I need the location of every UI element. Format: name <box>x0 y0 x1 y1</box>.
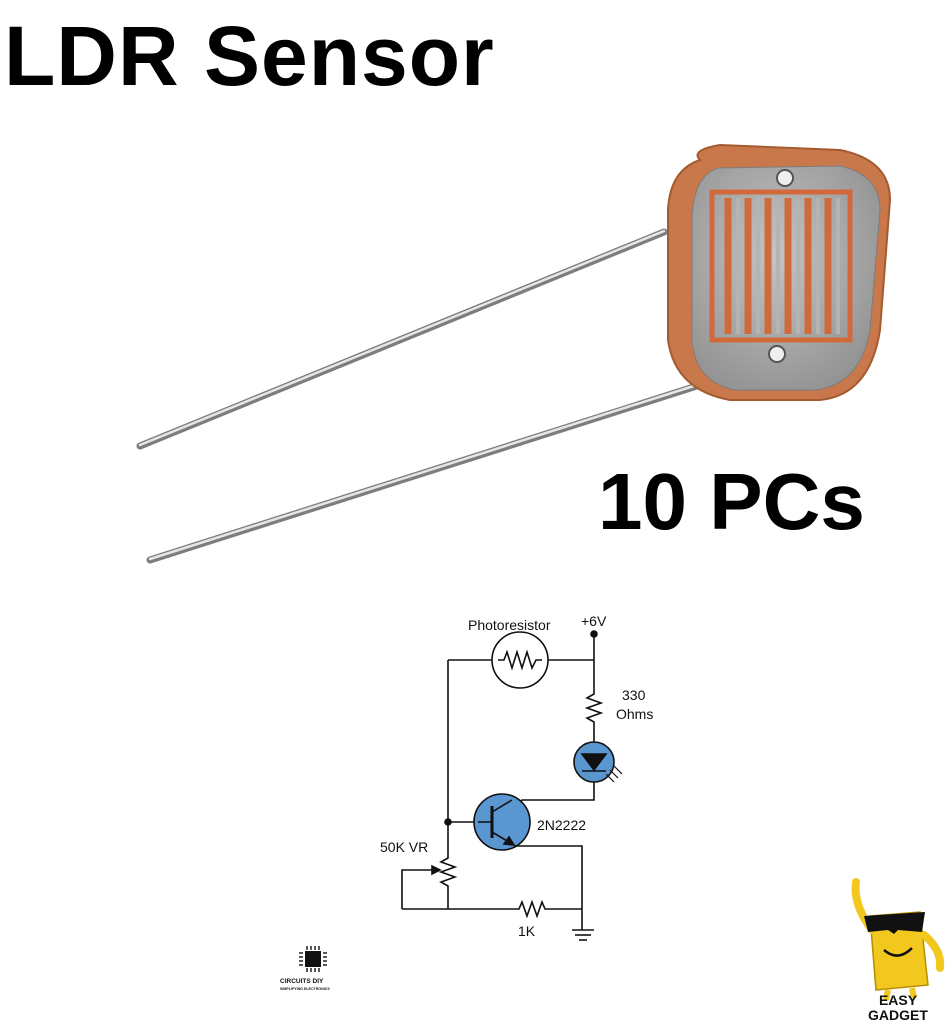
circuit-schematic: Photoresistor +6V 330 Ohms 2N2222 50K VR… <box>380 613 653 941</box>
ldr-lead-top <box>136 228 668 450</box>
quantity-label: 10 PCs <box>598 457 865 546</box>
ground-symbol <box>572 929 594 941</box>
resistor-330-symbol <box>584 690 604 742</box>
chip-icon <box>299 946 327 972</box>
base-resistor-label: 1K <box>518 923 536 939</box>
ldr-lead-bottom <box>146 381 704 564</box>
photoresistor-symbol <box>491 631 549 689</box>
potentiometer-label: 50K VR <box>380 839 428 855</box>
mascot-icon <box>851 878 945 1001</box>
easy-gadget-line1: EASY <box>879 992 918 1008</box>
product-title: LDR Sensor <box>4 9 495 103</box>
circuits-diy-tagline: SIMPLIFYING ELECTRONICS <box>280 987 330 991</box>
ldr-photoconductive-track <box>709 189 853 343</box>
circuits-diy-name: CIRCUITS DIY <box>280 978 324 985</box>
photoresistor-label: Photoresistor <box>468 617 551 633</box>
ldr-pin-hole-bottom <box>768 345 786 363</box>
easy-gadget-line2: GADGET <box>868 1007 928 1023</box>
resistor-unit-label: Ohms <box>616 706 653 722</box>
easy-gadget-logo: EASY GADGET <box>847 877 947 1023</box>
circuits-diy-logo: CIRCUITS DIY SIMPLIFYING ELECTRONICS <box>280 946 330 991</box>
potentiometer-symbol <box>401 855 458 909</box>
resistor-1k-symbol <box>516 899 582 919</box>
ldr-pin-hole-top <box>776 169 794 187</box>
transistor-symbol <box>473 793 531 851</box>
supply-label: +6V <box>581 613 607 629</box>
led-symbol <box>573 741 623 783</box>
transistor-label: 2N2222 <box>537 817 586 833</box>
resistor-value-label: 330 <box>622 687 646 703</box>
ldr-component-image <box>136 143 892 564</box>
